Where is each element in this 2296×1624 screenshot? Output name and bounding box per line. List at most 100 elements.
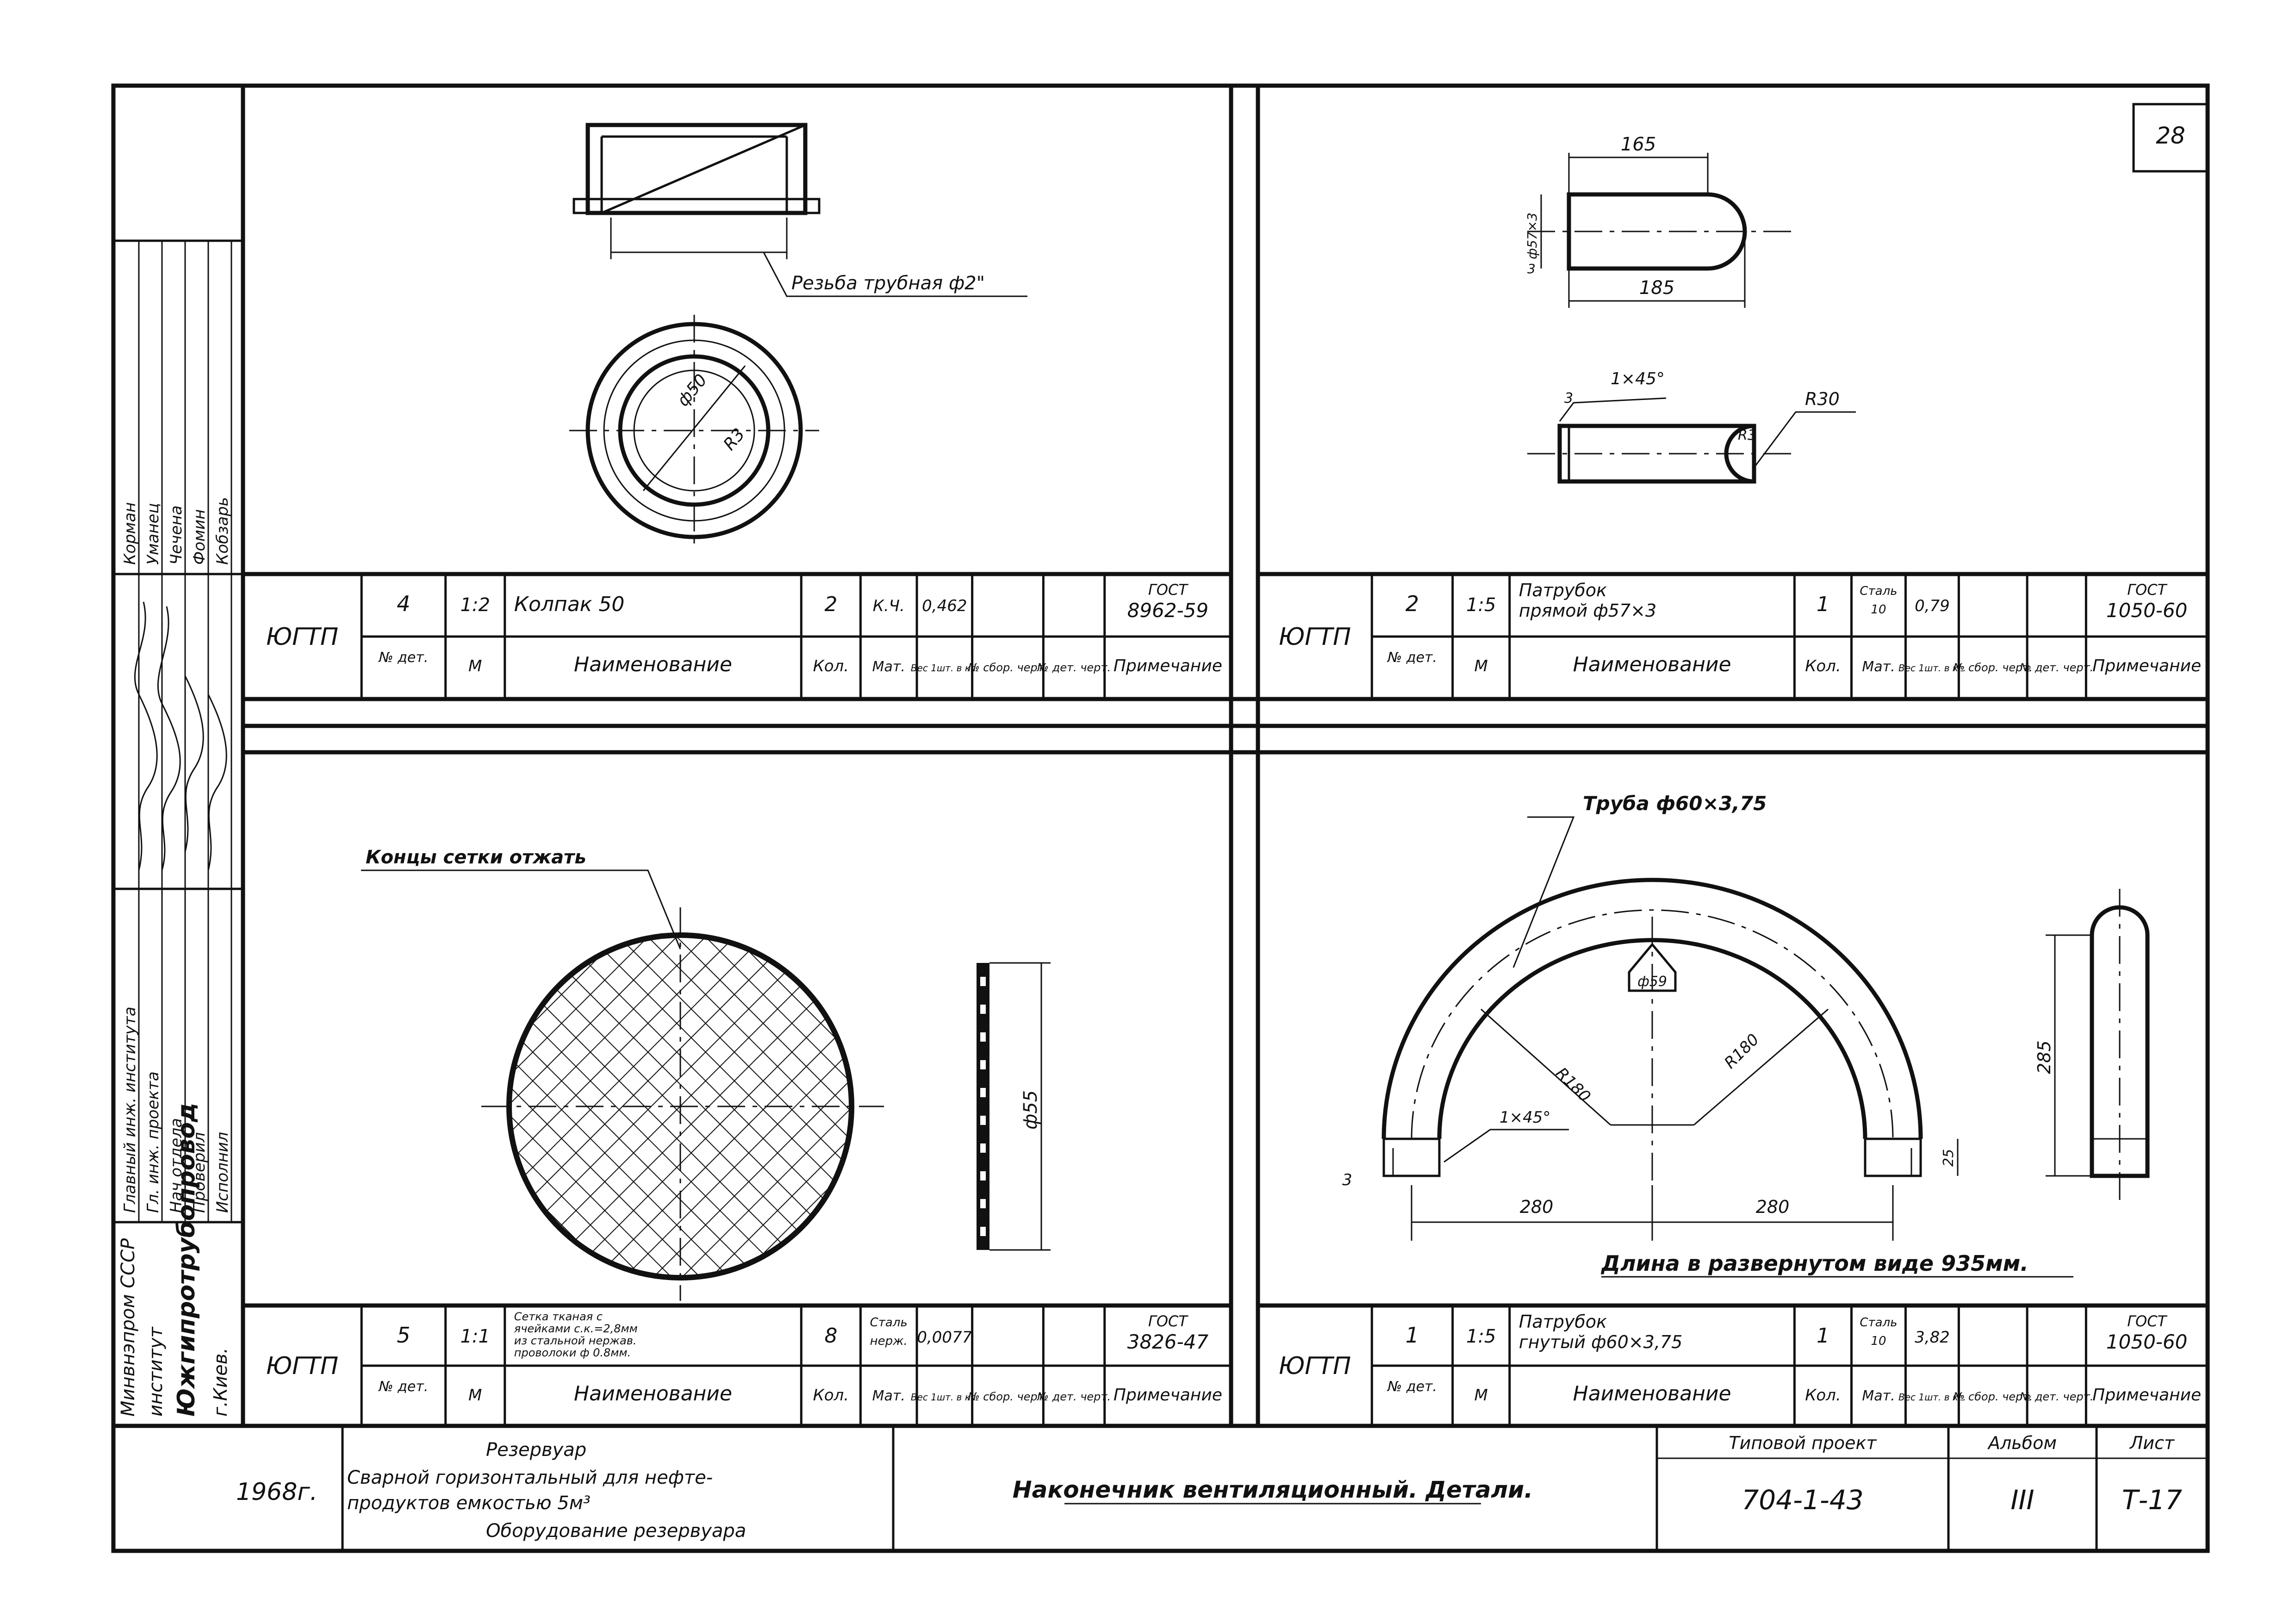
table-org-code: ЮГТП [266, 1352, 338, 1380]
cell-qty: 8 [824, 1324, 837, 1348]
width-left: 280 [1520, 1197, 1554, 1217]
cell-det-number: 4 [397, 591, 410, 616]
unrolled-length: Длина в развернутом виде 935мм. [1600, 1251, 2028, 1276]
hdr-project: Типовой проект [1729, 1433, 1877, 1453]
width-right: 280 [1756, 1197, 1790, 1217]
thread-label: Резьба трубная ф2" [791, 273, 985, 294]
cell-material-line: Сталь [870, 1316, 908, 1330]
pipe-end-view: 1×45° 3 R30 R3 [1527, 369, 1856, 484]
hdr-detail: № дет. черт. [1036, 1390, 1111, 1403]
org-ministry: Минвнэпром СССР [118, 1238, 139, 1417]
r-label: R3 [720, 425, 748, 454]
cell-note-line: ГОСТ [1148, 1312, 1188, 1330]
h2-label: 25 [1941, 1149, 1957, 1167]
desc-line-4: Оборудование резервуара [486, 1520, 746, 1542]
cell-name-line: Патрубок [1519, 1312, 1607, 1332]
pipe-spec-label: Труба ф60×3,75 [1583, 792, 1767, 815]
name-3: Чечена [167, 506, 186, 565]
hdr-det: № дет. [1387, 1379, 1437, 1395]
hdr-qty: Кол. [1805, 657, 1841, 675]
hdr-material: Мат. [1862, 659, 1895, 675]
hdr-weight: Вес 1шт. в кг. [911, 662, 978, 674]
bent-pipe-outer [1381, 878, 1923, 1139]
signatures [134, 601, 227, 871]
hdr-scale: М [1475, 1386, 1488, 1405]
desc-line-3: продуктов емкостью 5м³ [347, 1493, 591, 1514]
album-number: III [2010, 1484, 2034, 1516]
cell-name-line: прямой ф57×3 [1519, 600, 1656, 621]
dia-outer-label: ф50 [673, 371, 711, 410]
side-approval-strip: Главный инж. института Гл. инж. проекта … [113, 239, 243, 1417]
hdr-material: Мат. [1862, 1388, 1895, 1404]
cell-material-line: 10 [1871, 603, 1886, 617]
cell-name-line: ячейками с.к.=2,8мм [514, 1322, 638, 1335]
cap-top-view: ф50 R3 [569, 315, 819, 551]
role-dept-head: Нач отдела [167, 1118, 186, 1213]
hdr-album: Альбом [1987, 1433, 2057, 1453]
cell-qty: 2 [824, 593, 837, 616]
cell-name-line: из стальной нержав. [514, 1334, 637, 1347]
hdr-weight: Вес 1шт. в кг. [911, 1392, 978, 1403]
hdr-material: Мат. [872, 659, 905, 675]
quadrant-mesh: Концы сетки отжать ф55 [361, 847, 1051, 1301]
hdr-assy: № сбор. черт. [967, 661, 1048, 674]
hdr-weight: Вес 1шт. в кг. [1898, 662, 1966, 674]
cell-name-line: гнутый ф60×3,75 [1519, 1332, 1683, 1352]
hdr-note: Примечание [1114, 1386, 1222, 1405]
hdr-note: Примечание [2092, 1386, 2201, 1405]
name-4: Фомин [190, 509, 209, 565]
quadrant-bent-pipe: ф59 R180 R180 Труба ф60×3,75 1×45° 3 280… [1342, 792, 2150, 1278]
page-number: 28 [2156, 122, 2185, 149]
role-executed: Исполнил [213, 1132, 232, 1213]
hdr-detail: № дет. черт. [1036, 661, 1111, 674]
cell-qty: 1 [1817, 1324, 1829, 1348]
cell-weight: 0,79 [1915, 597, 1950, 615]
table-org-code: ЮГТП [1279, 1352, 1351, 1380]
cell-note-line: 1050-60 [2106, 1330, 2188, 1353]
desc-line-2: Сварной горизонтальный для нефте- [347, 1467, 713, 1488]
role-checked: Проверил [190, 1132, 209, 1213]
cell-material-line: Сталь [1860, 584, 1897, 598]
title-block: 1968г. Резервуар Сварной горизонтальный … [236, 1426, 2208, 1551]
hdr-scale: М [468, 657, 482, 675]
sheet-frame [111, 83, 2210, 1553]
hdr-scale: М [468, 1386, 482, 1405]
len-165: 165 [1621, 134, 1656, 155]
cell-note-line: 8962-59 [1127, 599, 1209, 622]
hdr-note: Примечание [1114, 656, 1222, 675]
pipe-dia-label: ф57×3 [1524, 212, 1540, 259]
hdr-qty: Кол. [813, 1386, 849, 1405]
hdr-note: Примечание [2092, 656, 2201, 675]
cell-material-line: 10 [1871, 1334, 1886, 1348]
cell-material-line: нерж. [870, 1334, 908, 1348]
cell-scale: 1:1 [460, 1326, 490, 1347]
mesh-dia-label: ф55 [1020, 1090, 1041, 1130]
cell-det-number: 2 [1406, 591, 1419, 616]
table-org-code: ЮГТП [266, 623, 338, 651]
hdr-qty: Кол. [1805, 1386, 1841, 1405]
r-inner-label: R180 [1552, 1064, 1594, 1106]
hdr-scale: М [1475, 657, 1488, 675]
org-institute: институт [145, 1326, 167, 1417]
rough-label-2: 3 [1564, 390, 1573, 406]
quadrant-straight-pipe: 165 185 ф57×3 3 1×45° 3 R30 R3 [1524, 134, 1856, 484]
table-org-code: ЮГТП [1279, 623, 1351, 651]
hdr-assy: № сбор. черт. [1952, 1390, 2033, 1403]
len-185: 185 [1639, 277, 1674, 299]
hdr-qty: Кол. [813, 657, 849, 675]
role-chief-engineer: Главный инж. института [121, 1006, 139, 1213]
bent-pipe-side-view [2090, 905, 2150, 1178]
rough-label: 3 [1527, 261, 1536, 276]
hdr-detail: № дет. черт. [2019, 661, 2093, 674]
cell-weight: 0,0077 [917, 1328, 972, 1347]
cell-note-line: ГОСТ [2127, 1312, 2167, 1330]
cell-scale: 1:5 [1466, 594, 1496, 616]
hdr-det: № дет. [1387, 650, 1437, 666]
cell-note-line: ГОСТ [2127, 581, 2167, 599]
hdr-assy: № сбор. черт. [967, 1390, 1048, 1403]
hdr-name: Наименование [1573, 1382, 1731, 1405]
